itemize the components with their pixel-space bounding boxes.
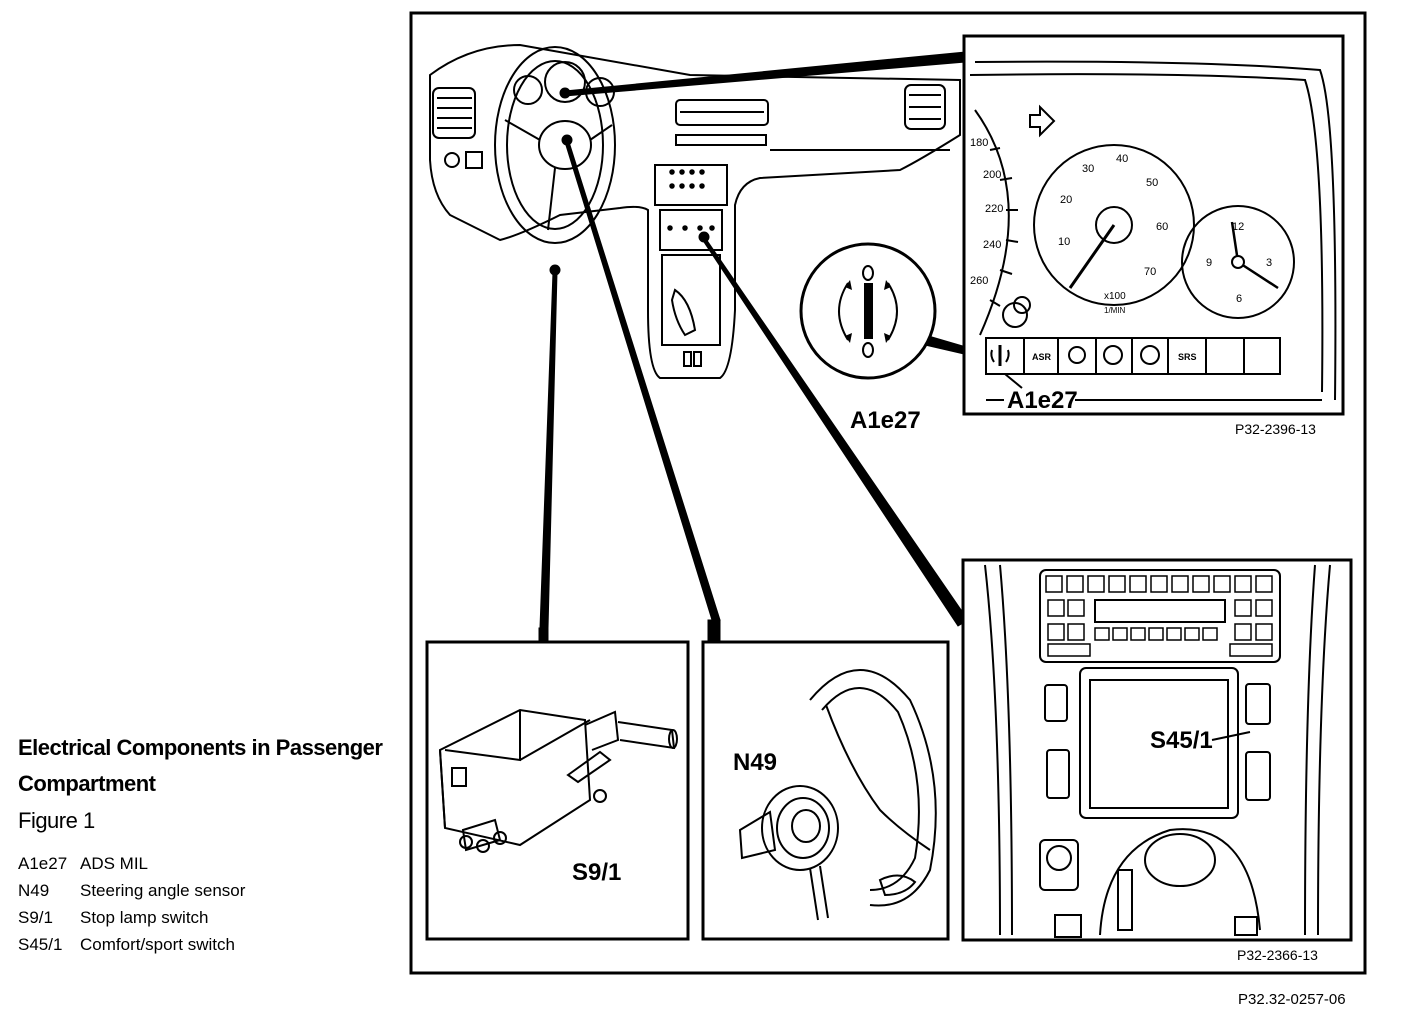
speedo-tick: 240 — [983, 239, 1001, 251]
tacho-unit: 1/MIN — [1104, 306, 1126, 315]
callout-s45-1: S45/1 — [1150, 727, 1213, 754]
callout-a1e27-cluster: A1e27 — [1007, 387, 1078, 414]
legend-row: S45/1 Comfort/sport switch — [18, 931, 245, 958]
a1e27-zoom: A1e27 — [799, 242, 937, 434]
dashboard-details — [667, 169, 715, 231]
callout-s9-1: S9/1 — [572, 859, 621, 886]
ref-console: P32-2366-13 — [1237, 947, 1318, 963]
console-panel: S45/1 P32-2366-13 — [961, 558, 1353, 963]
ref-cluster: P32-2396-13 — [1235, 421, 1316, 437]
figure-number: Figure 1 — [18, 808, 95, 833]
leader-s9 — [539, 271, 558, 629]
tacho-unit: x100 — [1104, 291, 1126, 302]
legend-code: N49 — [18, 881, 50, 900]
callout-n49: N49 — [733, 749, 777, 776]
leader-n49 — [564, 141, 721, 621]
n49-panel: N49 — [701, 640, 950, 941]
clock-number: 3 — [1266, 257, 1272, 269]
tacho-tick: 60 — [1156, 221, 1168, 233]
legend-row: A1e27 ADS MIL — [18, 850, 245, 877]
speedometer-ticks-marks — [989, 147, 1019, 307]
tacho-tick: 70 — [1144, 266, 1156, 278]
legend-row: S9/1 Stop lamp switch — [18, 904, 245, 931]
s9-panel: S9/1 — [425, 640, 690, 941]
console-buttons — [1045, 575, 1273, 657]
legend-desc: Comfort/sport switch — [80, 935, 235, 954]
legend-code: S9/1 — [18, 908, 53, 927]
clock-number: 9 — [1206, 257, 1212, 269]
speedo-tick: 260 — [970, 275, 988, 287]
leader-lines — [538, 51, 991, 643]
legend-code: S45/1 — [18, 935, 63, 954]
legend-code: A1e27 — [18, 854, 68, 873]
legend-desc: Steering angle sensor — [80, 881, 246, 900]
tacho-tick: 10 — [1058, 236, 1070, 248]
lamp-srs: SRS — [1178, 352, 1197, 362]
legend-desc: ADS MIL — [80, 854, 149, 873]
lamp-asr: ASR — [1032, 352, 1052, 362]
clock-number: 6 — [1236, 293, 1242, 305]
legend-desc: Stop lamp switch — [80, 908, 209, 927]
speedo-tick: 200 — [983, 169, 1001, 181]
legend: A1e27 ADS MIL N49 Steering angle sensor … — [18, 850, 245, 958]
clock-number: 12 — [1232, 221, 1244, 233]
speedo-tick: 220 — [985, 203, 1003, 215]
ref-figure: P32.32-0257-06 — [1238, 991, 1346, 1008]
speedo-tick: 180 — [970, 137, 988, 149]
tacho-tick: 40 — [1116, 153, 1128, 165]
legend-row: N49 Steering angle sensor — [18, 877, 245, 904]
tacho-tick: 30 — [1082, 163, 1094, 175]
dashboard-overview — [429, 43, 961, 379]
tacho-tick: 20 — [1060, 194, 1072, 206]
callout-a1e27-zoom: A1e27 — [850, 407, 921, 434]
tacho-tick: 50 — [1146, 177, 1158, 189]
cluster-inset: 180 200 220 240 260 10 20 30 40 50 60 70… — [962, 34, 1345, 437]
outer-frame — [409, 11, 1367, 975]
figure-title: Electrical Components in Passenger Compa… — [18, 735, 383, 796]
